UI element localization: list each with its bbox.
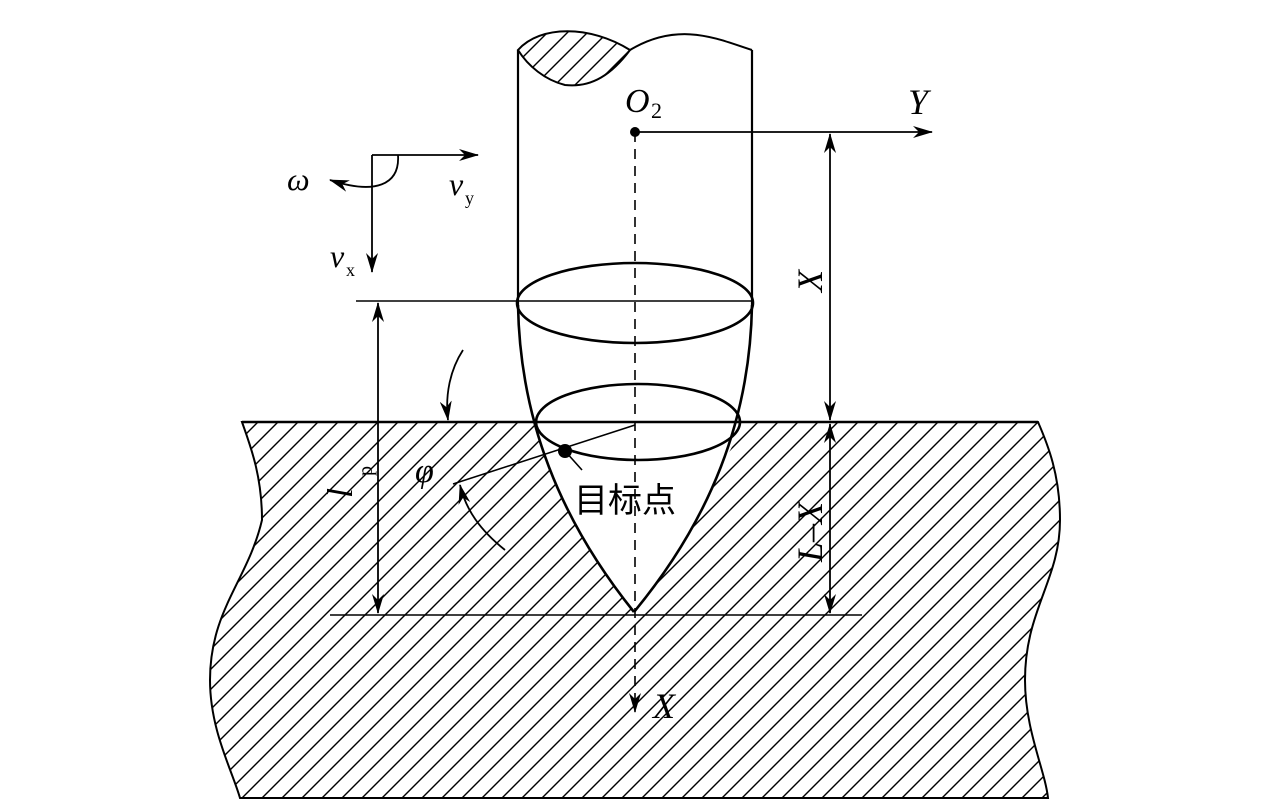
lp-subscript: p <box>355 466 377 476</box>
tip-left-profile <box>516 304 636 613</box>
phi-arc-lower <box>458 484 506 551</box>
vx-label: v <box>330 238 345 274</box>
vx-subscript: x <box>346 260 355 280</box>
shank-break-section <box>516 30 632 87</box>
lp-label: l <box>320 488 360 498</box>
vy-label: v <box>449 166 464 202</box>
tip-right-profile <box>632 304 754 613</box>
omega-arc-arrow <box>329 154 399 192</box>
origin-subscript: 2 <box>651 98 662 123</box>
dim-l-minus-x-label: L–X <box>790 500 830 563</box>
phi-arc-upper <box>439 349 464 421</box>
x-axis-label: X <box>651 686 677 726</box>
target-point-leader <box>564 450 583 471</box>
target-point-label: 目标点 <box>574 481 676 521</box>
phi-label: φ <box>415 453 434 490</box>
omega-label: ω <box>287 161 310 197</box>
vy-subscript: y <box>465 188 474 208</box>
y-axis-label: Y <box>908 82 932 122</box>
shank-break-right <box>629 33 753 51</box>
phi-radius-line <box>452 424 636 485</box>
origin-label: O <box>625 83 650 120</box>
dim-x-label: X <box>790 268 830 294</box>
